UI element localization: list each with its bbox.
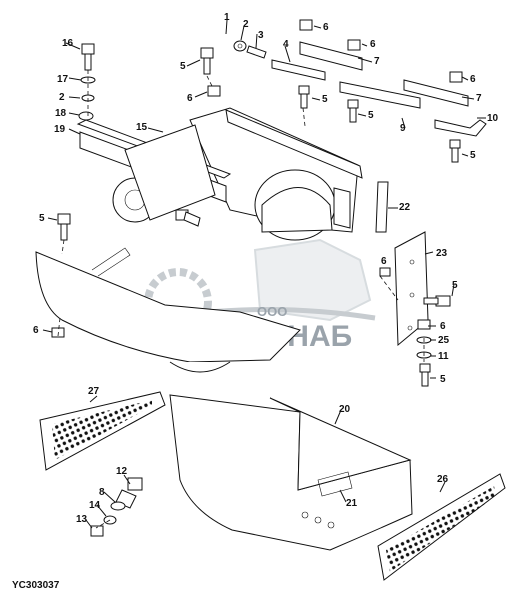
callout-17: 17 xyxy=(57,74,69,85)
callout-19: 19 xyxy=(54,124,66,135)
callout-6: 6 xyxy=(470,74,476,85)
callout-16: 16 xyxy=(62,38,74,49)
bracket-middle xyxy=(339,81,421,109)
callout-9: 9 xyxy=(400,123,406,134)
callout-10: 10 xyxy=(487,113,499,124)
callout-5: 5 xyxy=(470,150,476,161)
callout-1: 1 xyxy=(224,12,230,23)
screen-left-mesh xyxy=(52,400,152,460)
callout-11: 11 xyxy=(438,351,449,362)
callout-14: 14 xyxy=(89,500,101,511)
callout-6: 6 xyxy=(187,93,193,104)
callout-5: 5 xyxy=(452,280,458,291)
watermark-company-type: ООО xyxy=(257,304,287,319)
drawing-id: YC303037 xyxy=(12,580,60,591)
callout-6: 6 xyxy=(323,22,329,33)
lower-tray xyxy=(169,394,413,551)
callout-27: 27 xyxy=(88,386,100,397)
callout-15: 15 xyxy=(136,122,148,133)
bracket-link xyxy=(271,59,326,81)
callout-6: 6 xyxy=(381,256,387,267)
callout-12: 12 xyxy=(116,466,128,477)
callout-5: 5 xyxy=(368,110,374,121)
callout-5: 5 xyxy=(440,374,446,385)
callout-2: 2 xyxy=(243,19,249,30)
callout-5: 5 xyxy=(39,213,45,224)
bracket-right xyxy=(403,79,469,107)
drum-housing-assembly xyxy=(76,107,363,241)
callout-6: 6 xyxy=(440,321,446,332)
callout-6: 6 xyxy=(33,325,39,336)
callout-26: 26 xyxy=(437,474,449,485)
callout-7: 7 xyxy=(374,56,380,67)
callout-25: 25 xyxy=(438,335,450,346)
callout-22: 22 xyxy=(399,202,411,213)
callout-5: 5 xyxy=(180,61,186,72)
callout-2: 2 xyxy=(59,92,65,103)
bracket-upper xyxy=(299,41,363,71)
callout-8: 8 xyxy=(99,487,105,498)
callout-20: 20 xyxy=(339,404,351,415)
callout-7: 7 xyxy=(476,93,482,104)
leader-lines xyxy=(42,19,486,529)
callout-13: 13 xyxy=(76,514,88,525)
callout-23: 23 xyxy=(436,248,448,259)
callout-4: 4 xyxy=(283,39,289,50)
spacer-bar xyxy=(375,181,389,233)
callout-21: 21 xyxy=(346,498,358,509)
callout-6: 6 xyxy=(370,39,376,50)
screen-right-mesh xyxy=(386,486,496,572)
hook-bracket xyxy=(434,119,487,137)
callout-5: 5 xyxy=(322,94,328,105)
callout-18: 18 xyxy=(55,108,67,119)
callout-3: 3 xyxy=(258,30,264,41)
